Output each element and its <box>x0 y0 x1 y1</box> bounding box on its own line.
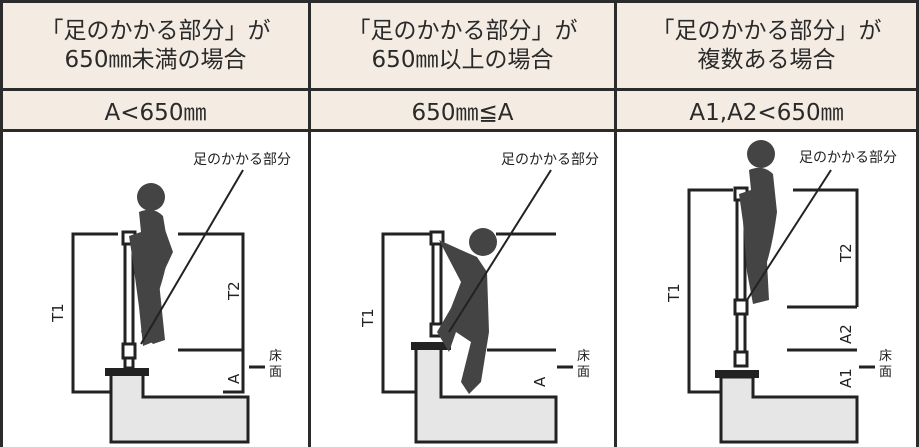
label-t1: T1 <box>49 303 67 323</box>
header-line-1: 「足のかかる部分」が <box>40 17 271 44</box>
child-silhouette <box>437 228 497 394</box>
condition-label: A<650㎜ <box>3 88 308 132</box>
child-silhouette <box>739 140 777 304</box>
column-header: 「足のかかる部分」が 複数ある場合 <box>617 0 916 88</box>
child-silhouette <box>129 183 173 346</box>
condition-label: A1,A2<650㎜ <box>617 88 916 132</box>
header-line-1: 「足のかかる部分」が <box>651 17 882 44</box>
svg-text:面: 面 <box>577 365 590 380</box>
svg-text:面: 面 <box>879 365 892 380</box>
svg-text:面: 面 <box>269 365 282 380</box>
label-t1: T1 <box>359 308 377 328</box>
t2-dimension-line <box>793 188 859 307</box>
label-a: A <box>225 373 243 384</box>
railing-base <box>715 370 759 378</box>
floor-slab <box>414 345 558 444</box>
railing-post <box>733 186 749 368</box>
label-t2: T2 <box>837 243 855 263</box>
column-header: 「足のかかる部分」が 650㎜未満の場合 <box>3 0 308 88</box>
t1-dimension-line <box>687 188 733 394</box>
callout-label: 足のかかる部分 <box>799 150 897 166</box>
header-line-2: 650㎜未満の場合 <box>64 46 247 73</box>
header-line-1: 「足のかかる部分」が <box>347 17 578 44</box>
column-under-650: 「足のかかる部分」が 650㎜未満の場合 A<650㎜ <box>0 0 308 447</box>
label-a: A <box>531 376 549 387</box>
label-a1: A1 <box>837 368 855 388</box>
callout-line <box>448 169 552 333</box>
column-header: 「足のかかる部分」が 650㎜以上の場合 <box>311 0 614 88</box>
railing-diagram-under-650: 足のかかる部分 T1 T2 A 床 面 <box>49 152 291 444</box>
callout-label: 足のかかる部分 <box>193 152 291 168</box>
callout-line <box>140 169 244 345</box>
label-t1: T1 <box>665 283 683 303</box>
label-floor: 床 <box>577 349 590 364</box>
column-multiple: 「足のかかる部分」が 複数ある場合 A1,A2<650㎜ <box>614 0 919 447</box>
railing-diagram-over-650: 足のかかる部分 T1 A 床 面 <box>359 152 599 444</box>
railing-base <box>105 368 149 376</box>
condition-label: 650㎜≦A <box>311 88 614 132</box>
header-line-2: 複数ある場合 <box>697 46 836 73</box>
label-a2: A2 <box>837 324 855 344</box>
t2-dimension-line <box>178 232 245 394</box>
callout-label: 足のかかる部分 <box>501 152 599 168</box>
railing-diagram-multiple: 足のかかる部分 T1 T2 A2 A1 床 面 <box>665 140 897 444</box>
label-t2: T2 <box>225 281 243 301</box>
t1-dimension-line <box>71 232 118 394</box>
label-floor: 床 <box>269 349 282 364</box>
label-floor: 床 <box>879 349 892 364</box>
column-over-650: 「足のかかる部分」が 650㎜以上の場合 650㎜≦A 足のかかる部分 <box>308 0 614 447</box>
railing-post <box>429 230 445 338</box>
callout-line <box>746 169 832 301</box>
railing-base <box>411 342 451 350</box>
header-line-2: 650㎜以上の場合 <box>371 46 554 73</box>
t1-dimension-line <box>381 232 431 394</box>
